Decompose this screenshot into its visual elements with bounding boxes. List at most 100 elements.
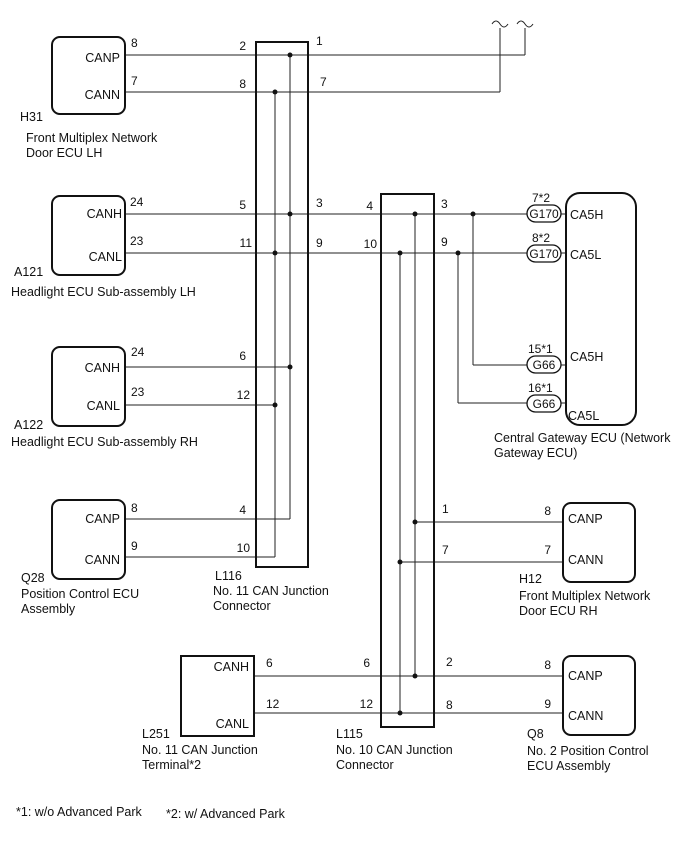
connector-pill-g66-2 (526, 394, 562, 413)
splice-dot (272, 89, 278, 95)
h31-sig-canp: CANP (85, 51, 120, 65)
h12-pin-cann: 7 (544, 543, 551, 557)
l116-pin-left: 5 (239, 198, 246, 212)
l115-pin-right: 7 (442, 543, 449, 557)
l115-pin-right: 8 (446, 698, 453, 712)
splice-dot (287, 211, 293, 217)
gw-sig-ca5h-2: CA5H (570, 350, 603, 364)
q8-sig-cann: CANN (568, 709, 603, 723)
l115-pin-right: 9 (441, 235, 448, 249)
l115-pin-right: 2 (446, 655, 453, 669)
l251-id: L251 (142, 727, 170, 741)
l115-pin-left: 12 (360, 697, 374, 711)
gw-conn-code: G66 (533, 397, 556, 411)
a122-sig-canh: CANH (85, 361, 120, 375)
q8-name-l1: No. 2 Position Control (527, 744, 649, 758)
l251-pin-canh: 6 (266, 656, 273, 670)
q28-id: Q28 (21, 571, 45, 585)
l116-pin-left: 12 (237, 388, 251, 402)
l115-pin-right: 1 (442, 502, 449, 516)
l116-pin-left: 11 (240, 236, 253, 250)
a122-name-l1: Headlight ECU Sub-assembly RH (11, 435, 198, 449)
q8-pin-canp: 8 (544, 658, 551, 672)
gw-sig-ca5h: CA5H (570, 208, 603, 222)
splice-dot (272, 250, 278, 256)
gw-conn-code: G170 (529, 247, 559, 261)
h12-sig-canp: CANP (568, 512, 603, 526)
h31-pin-canp: 8 (131, 36, 138, 50)
h12-name-l1: Front Multiplex Network (519, 589, 651, 603)
splice-dot (412, 519, 418, 525)
a121-name-l1: Headlight ECU Sub-assembly LH (11, 285, 196, 299)
q28-sig-canp: CANP (85, 512, 120, 526)
splice-dot (412, 211, 418, 217)
a121-sig-canl: CANL (89, 250, 122, 264)
l115-pin-left: 10 (364, 237, 378, 251)
l116-name-l1: No. 11 CAN Junction (213, 584, 329, 598)
splice-dot (397, 559, 403, 565)
q28-sig-cann: CANN (85, 553, 120, 567)
splice-dot (397, 710, 403, 716)
component-a121 (51, 195, 126, 276)
l115-name-l1: No. 10 CAN Junction (336, 743, 453, 757)
splice-dot (455, 250, 461, 256)
l115-id: L115 (336, 727, 363, 741)
l116-pin-left: 8 (239, 77, 246, 91)
l251-pin-canl: 12 (266, 697, 280, 711)
l116-name-l2: Connector (213, 599, 271, 613)
l251-name-l2: Terminal*2 (142, 758, 201, 772)
l116-pin-right: 3 (316, 196, 323, 210)
h12-name-l2: Door ECU RH (519, 604, 598, 618)
q8-name-l2: ECU Assembly (527, 759, 611, 773)
gateway-name-l1: Central Gateway ECU (Network (494, 431, 671, 445)
l115-pin-right: 3 (441, 197, 448, 211)
l251-sig-canl: CANL (216, 717, 249, 731)
junction-l115 (380, 193, 435, 728)
q8-pin-cann: 9 (544, 697, 551, 711)
l115-pin-left: 4 (366, 199, 373, 213)
l116-pin-right: 1 (316, 34, 323, 48)
gw-sig-ca5l: CA5L (570, 248, 601, 262)
q8-id: Q8 (527, 727, 544, 741)
q28-pin-canp: 8 (131, 501, 138, 515)
h12-id: H12 (519, 572, 542, 586)
l115-pin-left: 6 (363, 656, 370, 670)
splice-dot (287, 364, 293, 370)
gw-conn-pin: 8*2 (532, 231, 550, 245)
q28-name-l1: Position Control ECU (21, 587, 139, 601)
l116-pin-right: 7 (320, 75, 327, 89)
l251-sig-canh: CANH (214, 660, 249, 674)
break-mark-right (516, 20, 534, 28)
splice-dot (412, 673, 418, 679)
connector-pill-g170-1 (526, 204, 562, 223)
gateway-name-l2: Gateway ECU) (494, 446, 577, 460)
component-q28 (51, 499, 126, 580)
wires (124, 20, 583, 714)
h31-pin-cann: 7 (131, 74, 138, 88)
a121-sig-canh: CANH (87, 207, 122, 221)
component-a122 (51, 346, 126, 427)
connector-pill-g170-2 (526, 244, 562, 263)
a121-pin-canh: 24 (130, 195, 144, 209)
q28-name-l2: Assembly (21, 602, 76, 616)
splice-dot (397, 250, 403, 256)
footnote-2: *2: w/ Advanced Park (166, 807, 286, 821)
h31-name-l1: Front Multiplex Network (26, 131, 158, 145)
h31-sig-cann: CANN (85, 88, 120, 102)
a122-id: A122 (14, 418, 43, 432)
component-h31 (51, 36, 126, 115)
splice-dot (470, 211, 476, 217)
q8-sig-canp: CANP (568, 669, 603, 683)
a121-pin-canl: 23 (130, 234, 144, 248)
break-mark-left (491, 20, 509, 28)
component-gateway (565, 192, 637, 426)
l116-pin-left: 10 (237, 541, 251, 555)
l116-pin-left: 2 (239, 39, 246, 53)
a122-pin-canh: 24 (131, 345, 145, 359)
component-h12 (562, 502, 636, 583)
connector-pill-g66-1 (526, 355, 562, 374)
h31-id: H31 (20, 110, 43, 124)
gw-sig-ca5l-2: CA5L (568, 409, 599, 423)
gw-conn-code: G66 (533, 358, 556, 372)
